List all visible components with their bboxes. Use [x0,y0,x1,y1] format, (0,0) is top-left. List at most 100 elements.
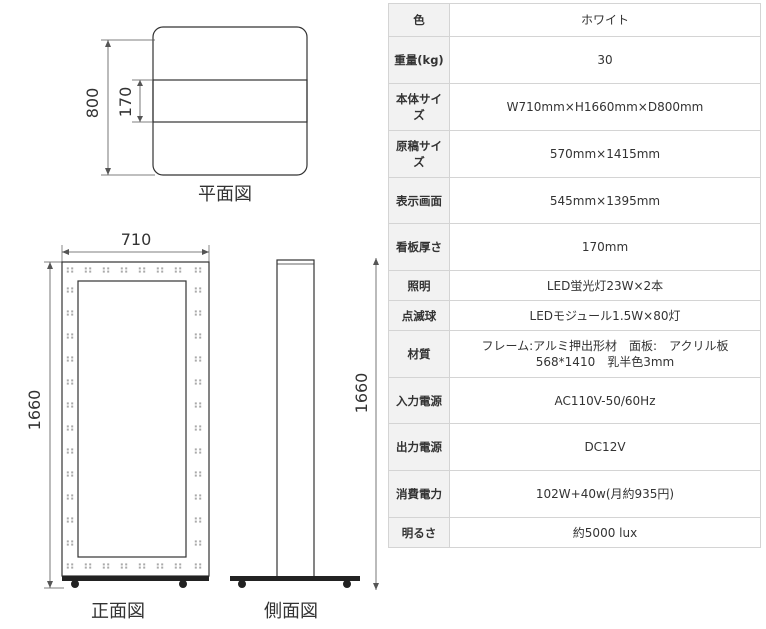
led-dot [66,379,69,382]
led-dot [66,428,69,431]
led-dot [66,382,69,385]
spec-value: W710mm×H1660mm×D800mm [449,83,761,131]
led-dot [194,566,197,569]
led-dot [199,517,202,520]
led-dot [89,563,92,566]
spec-label: 入力電源 [388,377,450,424]
led-dot [194,333,197,336]
led-modules [66,267,202,569]
led-dot [156,267,159,270]
spec-row-thickness: 看板厚さ 170mm [388,223,761,271]
led-dot [125,563,128,566]
spec-value: ホワイト [449,3,761,37]
spec-value: LED蛍光灯23W×2本 [449,270,761,301]
led-dot [71,379,74,382]
led-dot [199,563,202,566]
spec-row-lighting: 照明 LED蛍光灯23W×2本 [388,270,761,301]
side-view-label: 側面図 [264,601,318,622]
spec-label: 材質 [388,330,450,378]
led-dot [71,356,74,359]
led-dot [71,336,74,339]
led-dot [71,448,74,451]
led-dot [71,471,74,474]
led-dot [199,448,202,451]
led-dot [194,497,197,500]
led-dot [66,520,69,523]
led-dot [199,425,202,428]
led-dot [84,566,87,569]
plan-depth-dimension: 800 [83,88,102,119]
led-dot [66,270,69,273]
led-dot [194,563,197,566]
led-dot [199,287,202,290]
side-caster-right [343,580,351,588]
led-dot [199,566,202,569]
spec-value: 545mm×1395mm [449,177,761,224]
led-dot [194,359,197,362]
led-dot [194,270,197,273]
side-height-dimension: 1660 [352,373,371,414]
front-caster-left [71,580,79,588]
led-dot [199,379,202,382]
led-dot [194,425,197,428]
spec-value: フレーム:アルミ押出形材 面板: アクリル板568*1410 乳半色3mm [449,330,761,378]
led-dot [138,267,141,270]
led-dot [194,448,197,451]
front-view-label: 正面図 [91,601,145,622]
led-dot [66,336,69,339]
spec-value: 170mm [449,223,761,271]
spec-label: 消費電力 [388,470,450,518]
led-dot [71,359,74,362]
led-dot [194,405,197,408]
led-dot [71,402,74,405]
led-dot [161,566,164,569]
spec-value: 570mm×1415mm [449,130,761,178]
led-dot [107,270,110,273]
led-dot [199,359,202,362]
led-dot [66,356,69,359]
led-dot [66,543,69,546]
spec-row-display-size: 表示画面 545mm×1395mm [388,177,761,224]
led-dot [199,382,202,385]
led-dot [199,336,202,339]
led-dot [179,270,182,273]
led-dot [199,405,202,408]
led-dot [71,540,74,543]
led-dot [194,382,197,385]
led-dot [143,267,146,270]
spec-label: 照明 [388,270,450,301]
signboard-drawings: 800 170 平面図 710 1660 正面図 [25,26,379,622]
led-dot [120,267,123,270]
led-dot [66,425,69,428]
led-dot [194,474,197,477]
led-dot [71,382,74,385]
side-panel [276,259,315,579]
led-dot [194,451,197,454]
led-dot [71,497,74,500]
led-dot [174,566,177,569]
front-height-dimension: 1660 [25,390,44,431]
led-dot [71,310,74,313]
led-dot [199,290,202,293]
front-width-dimension: 710 [121,230,152,249]
led-dot [156,566,159,569]
led-dot [161,267,164,270]
led-dot [194,267,197,270]
led-dot [199,540,202,543]
led-dot [84,270,87,273]
led-dot [199,520,202,523]
led-dot [194,520,197,523]
led-dot [71,313,74,316]
spec-label: 原稿サイズ [388,130,450,178]
spec-row-input-power: 入力電源 AC110V-50/60Hz [388,377,761,424]
led-dot [89,566,92,569]
led-dot [66,517,69,520]
spec-label: 看板厚さ [388,223,450,271]
led-dot [138,270,141,273]
led-dot [89,270,92,273]
led-dot [194,310,197,313]
led-dot [66,540,69,543]
led-dot [71,543,74,546]
led-dot [194,428,197,431]
led-dot [143,566,146,569]
